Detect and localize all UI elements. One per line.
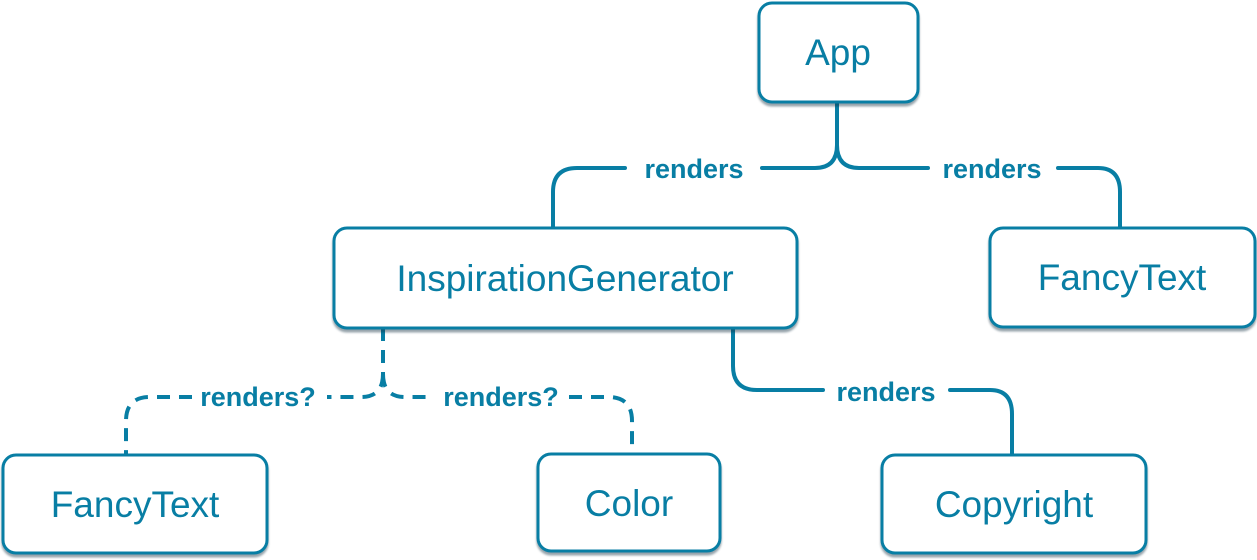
edge-inspirationgenerator-copyright-line-1	[731, 326, 825, 392]
edges	[124, 100, 1122, 457]
edge-label-renders-copyright: renders	[836, 377, 935, 407]
node-fancy-text-bottom-box	[1, 453, 269, 555]
edge-label-renders-left: renders	[644, 154, 743, 184]
edge-app-inspirationgenerator-line-1	[760, 100, 839, 170]
node-app-label: App	[805, 32, 871, 73]
node-app: App	[757, 1, 920, 104]
node-fancy-text-bottom: FancyText	[1, 453, 269, 555]
edge-inspirationgenerator-copyright-line-2	[948, 388, 1014, 457]
edge-label-renders-right: renders	[942, 154, 1041, 184]
node-fancy-text-top-box	[988, 226, 1257, 329]
node-color: Color	[536, 452, 722, 553]
edge-app-fancytext-line-2	[1056, 166, 1122, 230]
node-color-label: Color	[585, 483, 673, 524]
edge-app-inspirationgenerator-line-2	[551, 166, 627, 230]
edge-label-renders-question-left: renders?	[200, 382, 316, 412]
node-color-box	[536, 452, 722, 553]
edge-inspirationgenerator-color-line-2	[569, 395, 634, 454]
edge-label-renders-question-right: renders?	[443, 382, 559, 412]
edge-labels: renders renders renders? renders? render…	[200, 154, 1041, 412]
node-fancy-text-bottom-label: FancyText	[51, 484, 220, 525]
edge-inspirationgenerator-color-line-1	[381, 373, 433, 399]
node-inspiration-generator: InspirationGenerator	[332, 226, 799, 330]
node-fancy-text-top-label: FancyText	[1038, 257, 1207, 298]
node-copyright-label: Copyright	[935, 484, 1094, 525]
edge-inspirationgenerator-fancytext-line-1	[327, 373, 385, 399]
node-copyright: Copyright	[880, 453, 1148, 555]
node-copyright-box	[880, 453, 1148, 555]
node-app-box	[757, 1, 920, 104]
edge-inspirationgenerator-fancytext-line-2	[124, 395, 192, 455]
node-fancy-text-top: FancyText	[988, 226, 1257, 329]
node-inspiration-generator-box	[332, 226, 799, 330]
edge-app-fancytext-line-1	[835, 143, 930, 170]
node-inspiration-generator-label: InspirationGenerator	[396, 258, 733, 299]
